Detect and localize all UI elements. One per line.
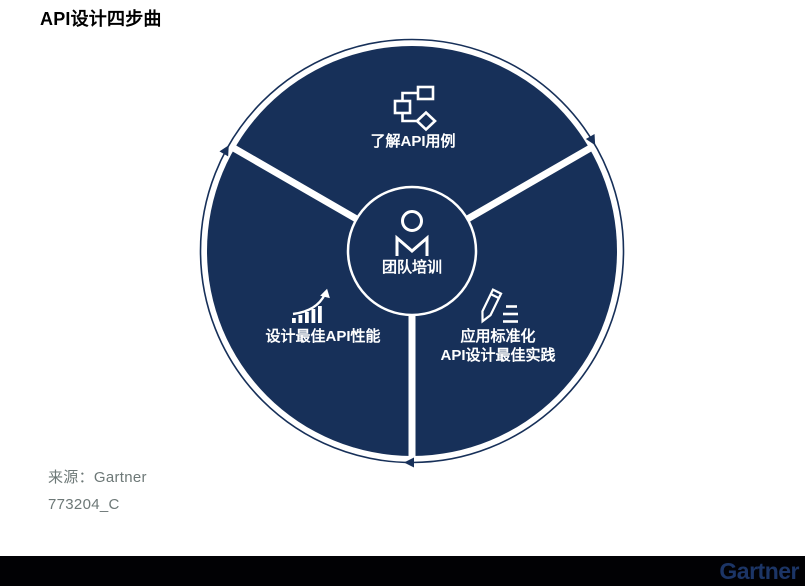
segment-label-bottom-left: 设计最佳API性能 bbox=[265, 328, 381, 345]
segment-label-line: 应用标准化 bbox=[460, 328, 536, 345]
clockwise-arrow-icon bbox=[585, 134, 596, 146]
center-label: 团队培训 bbox=[381, 259, 443, 276]
document-id: 773204_C bbox=[48, 496, 120, 513]
segment-label-bottom-right: 应用标准化 API设计最佳实践 bbox=[440, 327, 555, 365]
divider-upper-left bbox=[230, 144, 362, 225]
figure-title: API设计四步曲 bbox=[40, 9, 162, 29]
divider-upper-right bbox=[462, 144, 594, 225]
gartner-logo: Gartner bbox=[719, 558, 799, 584]
footer-bar: Gartner bbox=[0, 556, 805, 586]
segment-label-top: 了解API用例 bbox=[370, 133, 456, 150]
cycle-arrows bbox=[219, 134, 596, 468]
growth-chart-icon bbox=[292, 288, 330, 323]
segment-dividers bbox=[230, 144, 594, 456]
flowchart-icon bbox=[393, 85, 437, 132]
person-icon bbox=[395, 210, 429, 256]
clockwise-arrow-icon bbox=[219, 145, 229, 157]
pencil-icon bbox=[481, 288, 518, 324]
segment-label-line: API设计最佳实践 bbox=[440, 347, 556, 364]
clockwise-arrow-icon bbox=[404, 457, 414, 468]
cycle-diagram bbox=[199, 38, 625, 468]
source-text: 来源：Gartner bbox=[48, 469, 147, 486]
